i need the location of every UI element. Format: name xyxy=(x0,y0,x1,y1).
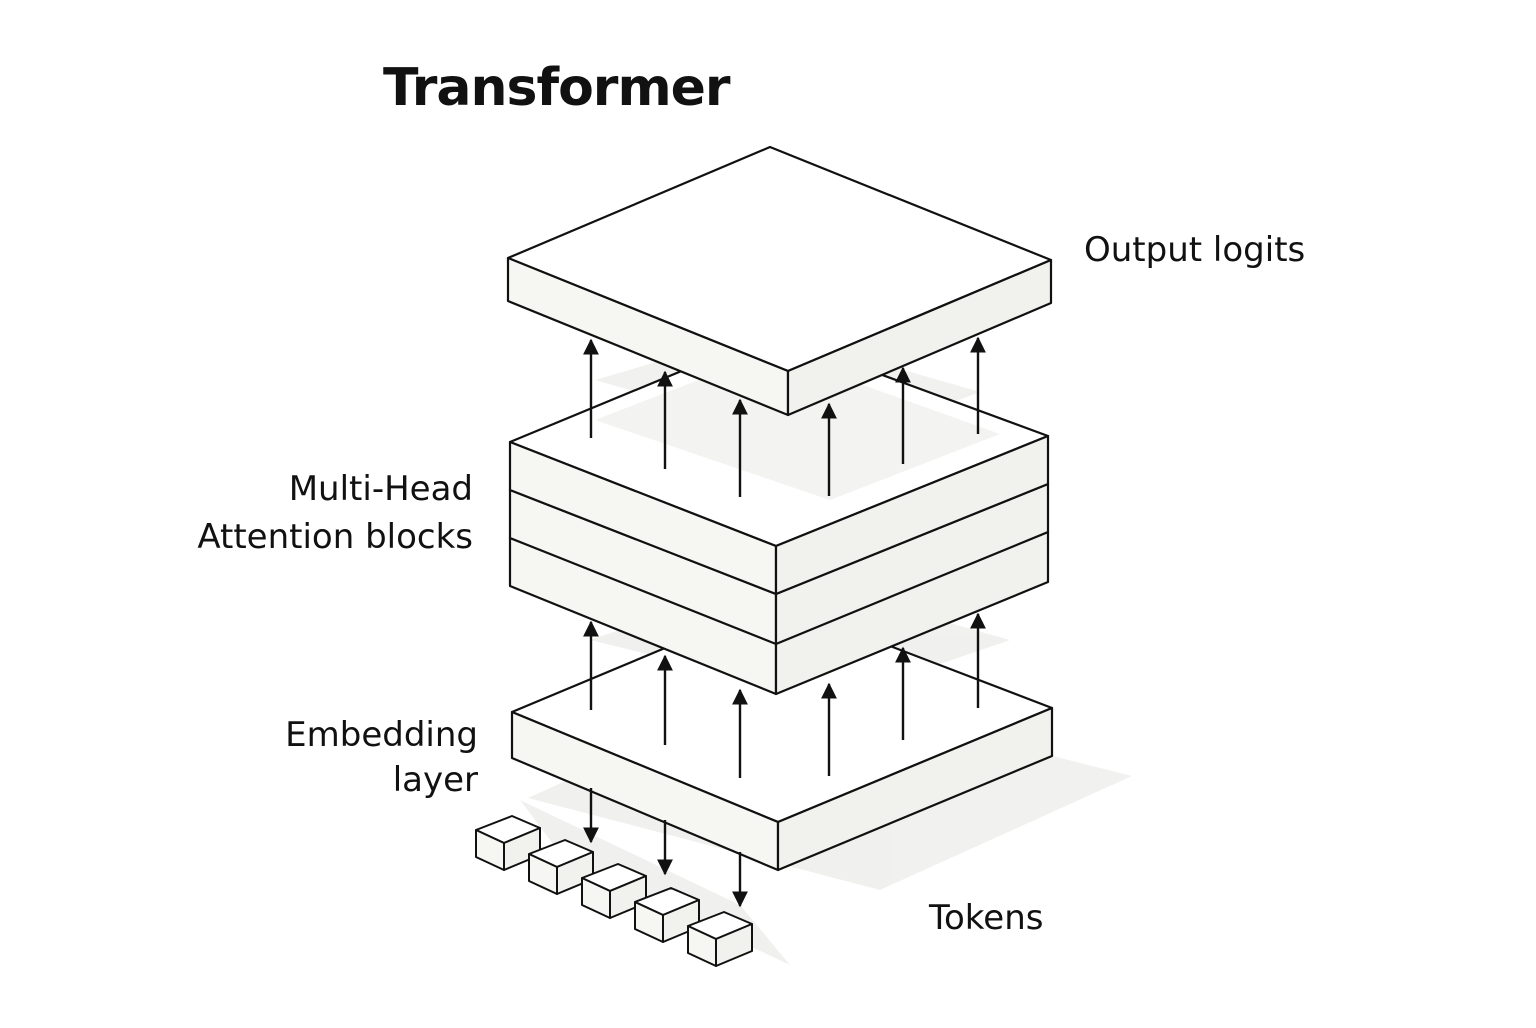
label-embedding-line2: layer xyxy=(392,760,478,800)
embedding-right xyxy=(776,706,1054,872)
embedding-layer xyxy=(510,600,1054,872)
label-attention-line1: Multi-Head xyxy=(288,469,473,509)
label-output-logits: Output logits xyxy=(1084,230,1306,270)
attention-top-shade xyxy=(595,352,1000,500)
token-cube xyxy=(581,863,647,919)
output-logits-layer xyxy=(506,145,1053,417)
arrows-tokens xyxy=(583,788,748,908)
output-right xyxy=(786,258,1053,417)
token-cube xyxy=(687,911,753,967)
label-attention-line2: Attention blocks xyxy=(197,517,473,557)
token-cube-right xyxy=(715,923,753,967)
arrows-attention-to-output xyxy=(583,336,986,497)
diagram-title: Transformer xyxy=(383,58,731,118)
label-tokens: Tokens xyxy=(929,898,1044,938)
token-cube xyxy=(475,815,541,871)
arrows-embedding-to-attention xyxy=(583,612,986,778)
label-embedding-line1: Embedding xyxy=(285,715,478,755)
token-cube xyxy=(634,887,700,943)
token-cubes xyxy=(475,815,753,967)
block1-right xyxy=(774,434,1050,596)
